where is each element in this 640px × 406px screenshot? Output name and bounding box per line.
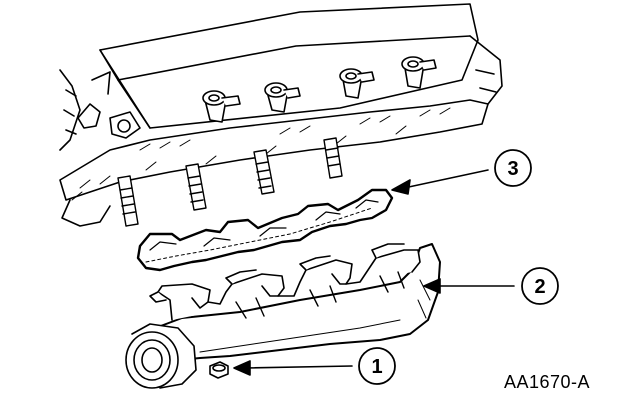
- spark-plug-boot: [339, 68, 375, 99]
- spark-plug-boot: [202, 90, 241, 123]
- head-studs: [117, 137, 343, 227]
- stud: [253, 149, 275, 195]
- stud: [117, 175, 139, 227]
- spark-plug-boot: [401, 56, 437, 89]
- head-bolt: [109, 111, 141, 139]
- cylinder-head: [59, 3, 503, 227]
- callout-2-number: 2: [534, 276, 545, 298]
- stud: [185, 163, 207, 211]
- head-shading: [71, 107, 451, 201]
- spark-plug-boots: [202, 56, 437, 123]
- figure-id-label: AA1670-A: [504, 372, 591, 392]
- callout-1: 1: [233, 347, 396, 385]
- callout-3: 3: [391, 149, 532, 195]
- stud: [323, 137, 343, 179]
- callout-1-number: 1: [371, 356, 382, 378]
- callout-3-number: 3: [507, 158, 518, 180]
- exhaust-manifold: [125, 243, 441, 389]
- exhaust-manifold-gasket: [136, 188, 394, 272]
- spark-plug-boot: [264, 82, 301, 113]
- callout-2: 2: [423, 267, 559, 305]
- manifold-stud: [209, 361, 229, 379]
